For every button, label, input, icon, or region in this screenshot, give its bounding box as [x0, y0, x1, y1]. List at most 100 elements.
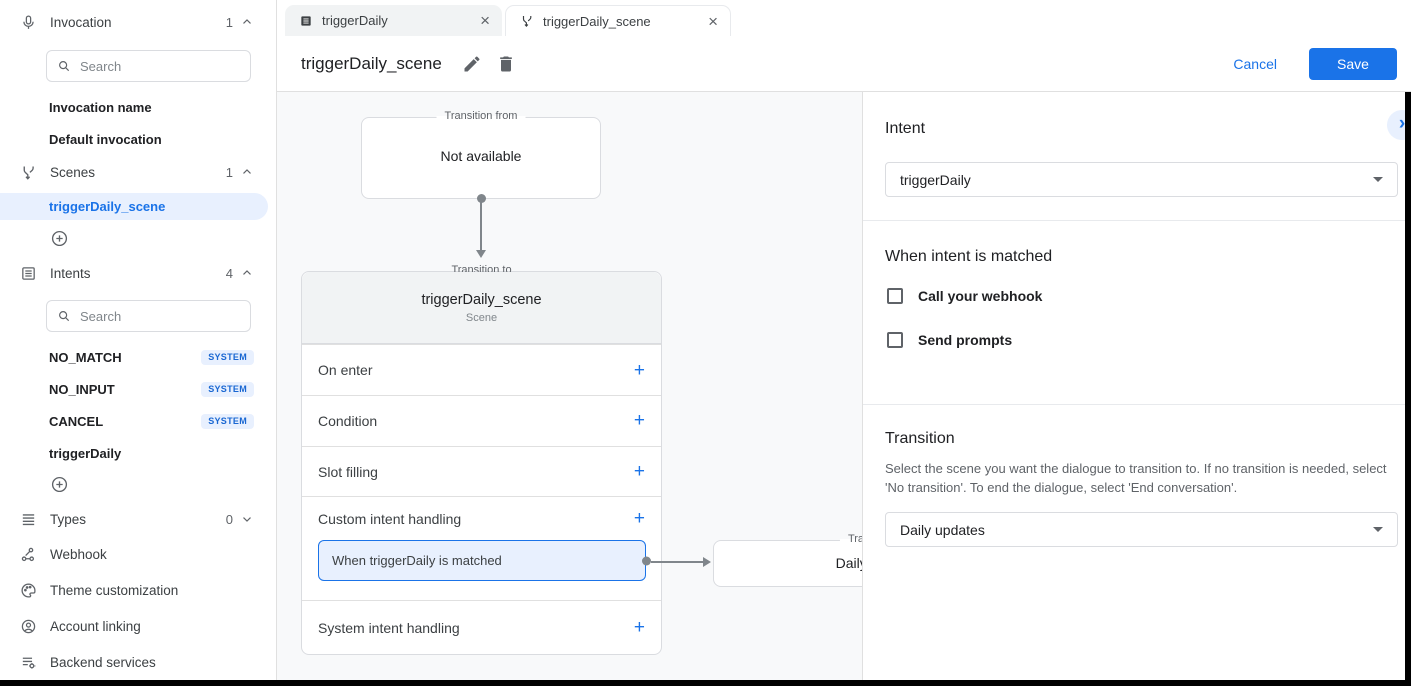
call-webhook-option[interactable]: Call your webhook: [887, 288, 1042, 304]
intent-handler-card-selected[interactable]: When triggerDaily is matched: [318, 540, 651, 582]
sidebar-item-account-linking[interactable]: Account linking: [0, 612, 276, 640]
divider: [863, 404, 1405, 405]
add-icon[interactable]: +: [633, 508, 645, 530]
section-label: Invocation: [50, 14, 112, 30]
section-count: 1: [225, 164, 233, 180]
sidebar-item-webhook[interactable]: Webhook: [0, 540, 276, 568]
scene-card-subtitle: Scene: [465, 312, 498, 324]
scene-header: triggerDaily_scene Cancel Save: [277, 36, 1411, 92]
sidebar-section-intents[interactable]: Intents 4: [0, 259, 276, 287]
close-icon[interactable]: ×: [708, 11, 718, 31]
search-input[interactable]: [80, 308, 220, 324]
arrowhead-down: [476, 250, 486, 258]
transition-from-box: Transition from Not available: [361, 110, 601, 199]
sidebar-item-invocation-name[interactable]: Invocation name: [49, 99, 152, 115]
add-scene-icon[interactable]: [50, 229, 69, 248]
transition-description: Select the scene you want the dialogue t…: [885, 461, 1387, 495]
divider: [863, 220, 1405, 221]
search-icon: [59, 61, 70, 72]
transition-target-box[interactable]: Transition to Daily updates: [713, 533, 862, 587]
account-circle-icon: [21, 619, 36, 633]
transition-to-legend: Transition to: [839, 533, 862, 545]
section-count: 1: [225, 14, 233, 30]
scene-card-header: triggerDaily_scene Scene: [302, 272, 661, 345]
intent-heading: Intent: [885, 120, 926, 137]
tab-triggerdaily[interactable]: triggerDaily ×: [285, 5, 502, 36]
screen-edge: [1405, 92, 1411, 686]
close-icon[interactable]: ×: [480, 11, 490, 30]
send-prompts-option[interactable]: Send prompts: [887, 332, 1012, 348]
intents-search[interactable]: [46, 300, 251, 332]
transition-heading: Transition: [885, 430, 955, 447]
search-input[interactable]: [80, 58, 220, 74]
chevron-up-icon[interactable]: [240, 165, 254, 179]
chevron-right-icon: ›: [1398, 113, 1405, 134]
microphone-icon: [23, 14, 34, 29]
edit-pencil-icon[interactable]: [462, 54, 482, 74]
webhook-icon: [21, 547, 35, 561]
sidebar-section-scenes[interactable]: Scenes 1: [0, 158, 276, 186]
properties-panel: Intent › triggerDaily When intent is mat…: [862, 92, 1405, 680]
caret-down-icon: [1373, 177, 1383, 182]
screen-edge: [0, 680, 1411, 686]
scene-row-on-enter[interactable]: On enter +: [302, 344, 661, 395]
transition-from-legend: Transition from: [436, 110, 526, 122]
chevron-up-icon[interactable]: [240, 266, 254, 280]
system-badge: SYSTEM: [201, 349, 254, 365]
checkbox-unchecked[interactable]: [887, 332, 903, 348]
scene-row-slot-filling[interactable]: Slot filling +: [302, 445, 661, 497]
add-icon[interactable]: +: [633, 461, 645, 483]
section-count: 0: [225, 511, 233, 527]
scene-fork-icon: [23, 165, 34, 180]
sidebar-item-theme-customization[interactable]: Theme customization: [0, 576, 276, 604]
section-count: 4: [225, 265, 233, 281]
sidebar-section-invocation[interactable]: Invocation 1: [0, 8, 276, 36]
connector-line: [480, 198, 482, 250]
transition-select[interactable]: Daily updates: [885, 512, 1398, 547]
add-intent-icon[interactable]: [50, 475, 69, 494]
collapse-panel-button[interactable]: ›: [1387, 110, 1405, 140]
connector-line: [651, 561, 704, 563]
arrowhead-right: [703, 557, 711, 567]
intent-select[interactable]: triggerDaily: [885, 162, 1398, 197]
chevron-up-icon[interactable]: [240, 15, 254, 29]
sidebar-item-intent[interactable]: triggerDaily: [49, 445, 122, 461]
add-icon[interactable]: +: [633, 410, 645, 432]
search-icon: [59, 311, 70, 322]
types-lines-icon: [22, 513, 35, 525]
sidebar-item-triggerdaily-scene-selected[interactable]: triggerDaily_scene: [0, 193, 268, 220]
scene-card: Transition to triggerDaily_scene Scene O…: [301, 264, 662, 655]
sidebar-section-types[interactable]: Types 0: [0, 505, 276, 533]
section-label: Scenes: [50, 164, 96, 180]
section-label: Intents: [50, 265, 91, 281]
transition-from-text: Not available: [440, 148, 522, 164]
tab-label: triggerDaily: [322, 13, 388, 28]
backend-services-icon: [22, 657, 36, 669]
sidebar: Invocation 1 Invocation name Default inv…: [0, 0, 277, 686]
save-button[interactable]: Save: [1309, 47, 1397, 80]
scene-card-title: triggerDaily_scene: [421, 292, 542, 308]
scene-row-custom-intent-handling: Custom intent handling + When triggerDai…: [302, 496, 661, 600]
intent-tab-icon: [301, 15, 311, 26]
delete-trash-icon[interactable]: [496, 54, 516, 74]
add-icon[interactable]: +: [633, 617, 645, 639]
sidebar-item-backend-services[interactable]: Backend services: [0, 648, 276, 676]
scene-row-condition[interactable]: Condition +: [302, 395, 661, 446]
when-intent-matched-heading: When intent is matched: [885, 248, 1053, 265]
scene-row-system-intent-handling[interactable]: System intent handling +: [302, 600, 661, 654]
add-icon[interactable]: +: [633, 359, 645, 381]
chevron-down-icon[interactable]: [240, 512, 254, 526]
intent-list-icon: [22, 266, 35, 280]
flow-canvas[interactable]: Transition from Not available Transition…: [277, 92, 862, 680]
checkbox-unchecked[interactable]: [887, 288, 903, 304]
system-badge: SYSTEM: [201, 413, 254, 429]
cancel-button[interactable]: Cancel: [1233, 55, 1277, 72]
palette-icon: [21, 582, 36, 598]
page-title: triggerDaily_scene: [301, 53, 442, 73]
invocation-search[interactable]: [46, 50, 251, 82]
sidebar-item-default-invocation[interactable]: Default invocation: [49, 131, 162, 147]
tab-triggerdaily-scene-active[interactable]: triggerDaily_scene ×: [505, 5, 731, 36]
